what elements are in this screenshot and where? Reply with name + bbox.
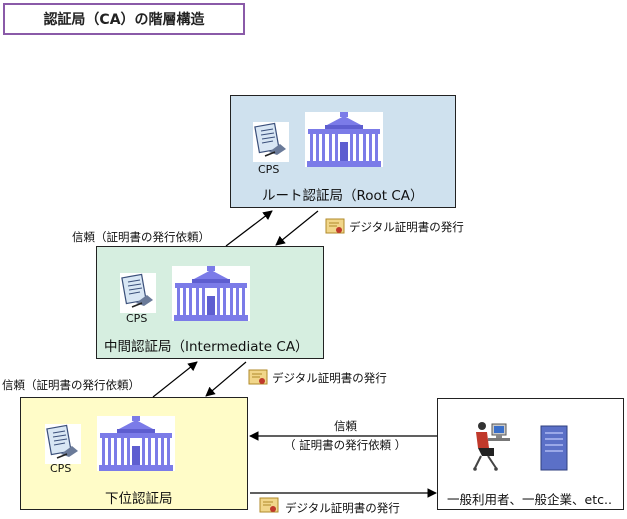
- trust-note-sub-to-inter: 信頼（証明書の発行依頼）: [2, 378, 140, 392]
- sub-ca-label: 下位認証局: [105, 491, 173, 507]
- issue-arrow-inter-to-sub: [205, 361, 247, 397]
- users-label: 一般利用者、一般企業、etc..: [447, 492, 612, 507]
- issue-note-sub-to-user: デジタル証明書の発行: [285, 501, 400, 515]
- cps-label: CPS: [258, 163, 280, 176]
- cps-document-icon: [44, 423, 82, 465]
- server-icon: [540, 425, 568, 471]
- root-ca-label: ルート認証局（Root CA）: [262, 188, 424, 204]
- issue-note-root-to-inter: デジタル証明書の発行: [349, 220, 464, 234]
- cps-document-icon: [252, 121, 290, 163]
- trust-arrow-inter-to-root: [225, 210, 273, 247]
- trust-note-inter-to-root: 信頼（証明書の発行依頼）: [72, 230, 210, 244]
- certificate-icon: [259, 497, 279, 513]
- user-at-computer-icon: [473, 422, 510, 471]
- cps-label: CPS: [126, 312, 148, 325]
- diagram-title: 認証局（CA）の階層構造: [3, 3, 245, 35]
- intermediate-ca-label: 中間認証局（Intermediate CA）: [104, 339, 309, 355]
- ca-building-icon: [172, 266, 250, 321]
- certificate-icon: [248, 369, 268, 385]
- certificate-icon: [325, 218, 345, 234]
- ca-building-icon: [97, 416, 175, 471]
- issue-note-inter-to-sub: デジタル証明書の発行: [272, 371, 387, 385]
- trust-arrow-sub-to-inter: [152, 361, 198, 398]
- issue-arrow-root-to-inter: [275, 210, 319, 246]
- ca-building-icon: [305, 112, 383, 167]
- trust-note-user-line1: 信頼: [334, 419, 357, 433]
- trust-note-user-line2: （ 証明書の発行依頼 ）: [284, 438, 407, 452]
- users-box: [437, 398, 624, 510]
- cps-document-icon: [119, 272, 157, 314]
- cps-label: CPS: [50, 462, 72, 475]
